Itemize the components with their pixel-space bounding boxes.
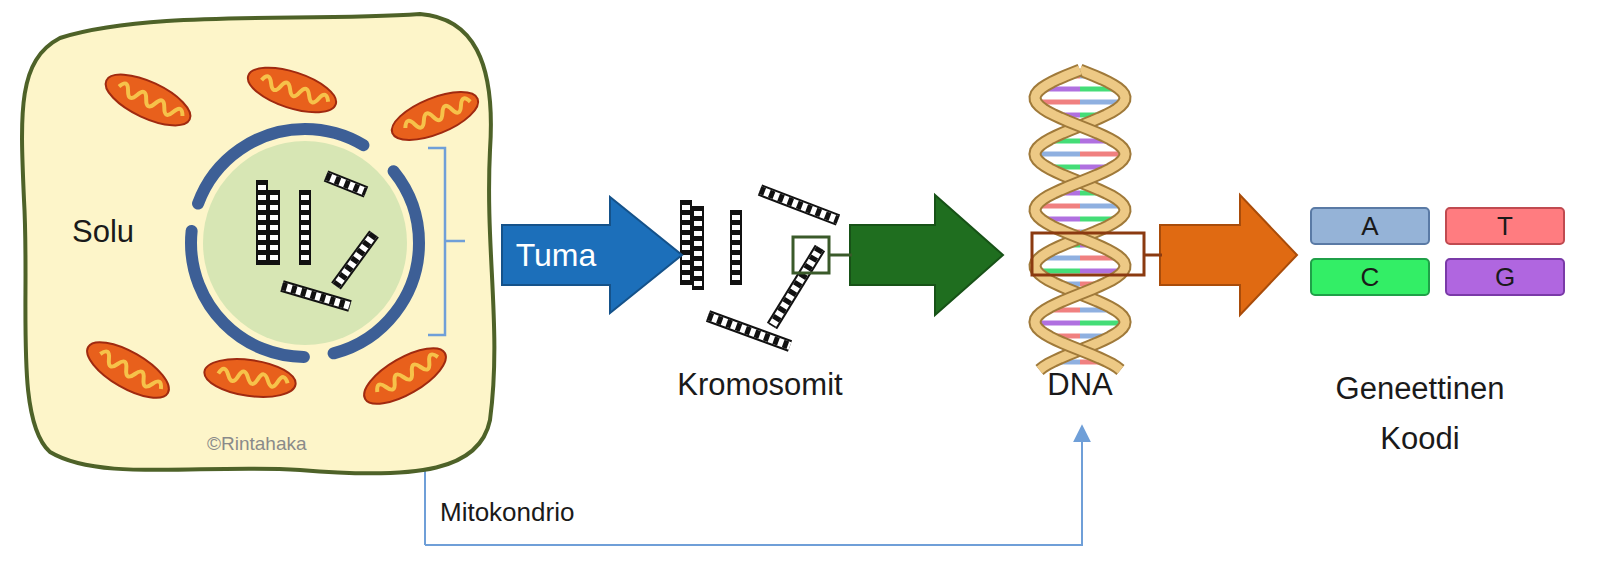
mitochondrion [202, 354, 298, 402]
cristae [98, 349, 164, 394]
chromosome-fill [708, 316, 790, 346]
nucleus-chromosomes [262, 176, 374, 306]
nuclear-envelope [191, 129, 419, 357]
nucleus [203, 141, 407, 345]
zoom-box [1032, 233, 1144, 275]
mitochondrion-label: Mitokondrio [440, 497, 574, 528]
orange-arrow [1160, 195, 1297, 315]
chromosome-band [772, 248, 820, 326]
chromosome-band [682, 200, 690, 285]
node-text: C [1361, 264, 1380, 290]
chromosome [680, 200, 692, 285]
chromosome [708, 316, 790, 346]
watermark: ©Rintahaka [207, 433, 307, 456]
node-text: G [1495, 264, 1515, 290]
node-text: A [1361, 213, 1378, 239]
cristae [117, 81, 185, 121]
chromosome [730, 210, 742, 285]
chromosome-fill [301, 190, 309, 265]
chromosome-band [760, 190, 838, 220]
chromosome-fill [772, 248, 820, 326]
cristae [260, 75, 330, 107]
zoom-box [793, 237, 829, 273]
chromosome [268, 190, 280, 265]
dna-helix [1035, 70, 1125, 370]
cell: Solu [0, 0, 520, 495]
bracket [428, 148, 465, 335]
mitochondrion-body [202, 354, 298, 402]
chromosome-fill [760, 190, 838, 220]
dna-label: DNA [1047, 366, 1112, 403]
chromosome-fill [694, 206, 702, 290]
chromosomes [686, 190, 838, 346]
chromosome-band [732, 210, 740, 285]
chromosome-fill [282, 286, 350, 306]
code-label: Geneettinen Koodi [1305, 364, 1535, 464]
node-text: T [1497, 213, 1513, 239]
chromosome-band [270, 190, 278, 265]
chromosome-fill [732, 210, 740, 285]
chromosome-label: Kromosomit [677, 366, 842, 403]
mitochondrion [356, 337, 454, 414]
node-text: Tuma [500, 225, 612, 285]
cell-membrane [22, 14, 494, 473]
chromosome-fill [270, 190, 278, 265]
leader-line [425, 426, 1082, 545]
chromosome [692, 206, 704, 290]
dna-strand-outline [1035, 70, 1125, 370]
mitochondrion-body [99, 64, 198, 136]
mitochondrion [386, 82, 485, 150]
mitochondrion [79, 331, 177, 408]
mitochondrion [243, 59, 342, 122]
mitochondrion-body [356, 337, 454, 414]
chromosome-fill [326, 176, 366, 192]
chromosome-band [326, 176, 366, 192]
code-box: C [1310, 258, 1430, 296]
node-text: Solu [72, 216, 134, 247]
mitochondrion-body [386, 82, 485, 150]
chromosome-fill [682, 200, 690, 285]
cristae [375, 352, 441, 397]
chromosome-band [258, 180, 266, 265]
chromosome [256, 180, 268, 265]
mitochondrion [99, 64, 198, 136]
chromosome-fill [258, 180, 266, 265]
chromosome [760, 190, 838, 220]
chromosome [326, 176, 366, 192]
mitochondrion-body [79, 331, 177, 408]
cristae [218, 368, 289, 389]
code-box: T [1445, 207, 1565, 245]
chromosome-band [282, 286, 350, 306]
chromosome-fill [336, 234, 374, 286]
chromosome-band [694, 206, 702, 290]
chromosome-band [301, 190, 309, 265]
cell-shape [0, 0, 520, 495]
zoom-line [829, 254, 852, 257]
zoom-line [1144, 254, 1162, 257]
code-box: G [1445, 258, 1565, 296]
nucleus-arrow: Tuma [500, 195, 685, 315]
code-box: A [1310, 207, 1430, 245]
dna-strand [1035, 70, 1125, 370]
mitochondrion-body [243, 59, 342, 122]
dna-strand [1035, 70, 1125, 370]
chromosome-band [708, 316, 790, 346]
chromosome [299, 190, 311, 265]
mitochondria [79, 59, 484, 415]
chromosome [772, 248, 820, 326]
chromosome [336, 234, 374, 286]
cristae [403, 97, 472, 133]
chromosome [282, 286, 350, 306]
dna-strand-outline [1035, 70, 1125, 370]
green-arrow [850, 195, 1003, 315]
chromosome-band [336, 234, 374, 286]
